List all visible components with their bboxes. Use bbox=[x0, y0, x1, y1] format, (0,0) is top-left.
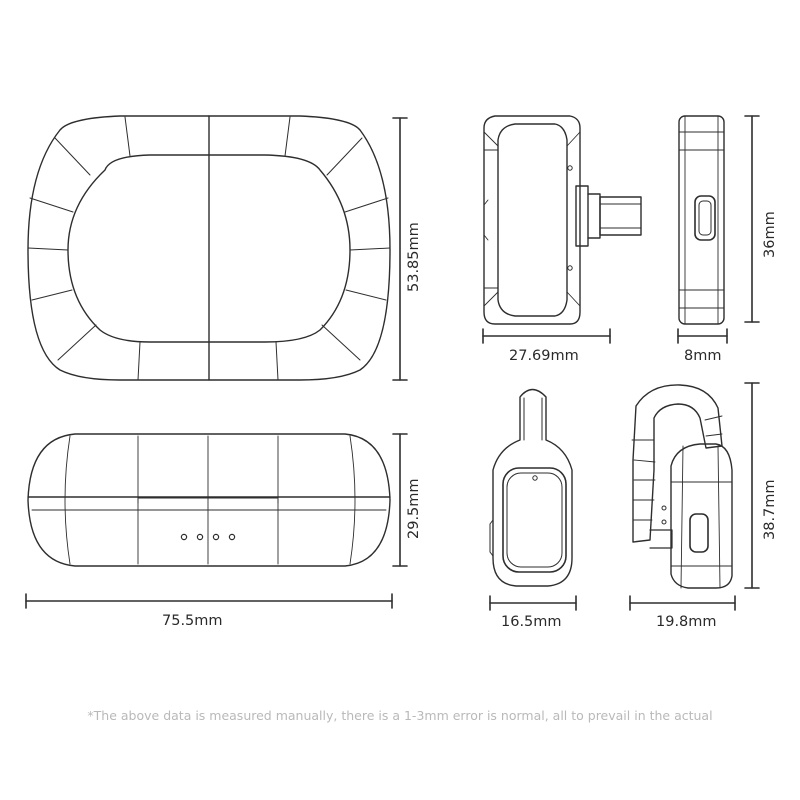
measurement-footnote: *The above data is measured manually, th… bbox=[87, 708, 713, 723]
earbud-bottom-width-label: 16.5mm bbox=[501, 614, 562, 630]
earbud-hook-view bbox=[631, 384, 733, 589]
case-width-label: 75.5mm bbox=[162, 613, 223, 629]
case-depth-label: 29.5mm bbox=[406, 478, 422, 539]
case-depth-dimension-line bbox=[392, 433, 408, 567]
earbud-front-width-label: 27.69mm bbox=[509, 348, 579, 364]
earbud-hook-height-dimension-line bbox=[744, 382, 760, 589]
earbud-front-width-dimension-line bbox=[482, 328, 611, 344]
earbud-side-view bbox=[678, 115, 725, 325]
earbud-side-width-label: 8mm bbox=[684, 348, 722, 364]
case-height-label: 53.85mm bbox=[406, 222, 422, 292]
earbud-hook-width-label: 19.8mm bbox=[656, 614, 717, 630]
earbud-hook-height-label: 38.7mm bbox=[762, 479, 778, 540]
earbud-front-view bbox=[483, 115, 642, 325]
case-top-view bbox=[27, 115, 391, 381]
earbud-height-dimension-line bbox=[744, 115, 760, 323]
earbud-hook-width-dimension-line bbox=[629, 595, 736, 611]
earbud-height-label: 36mm bbox=[762, 211, 778, 258]
case-front-view bbox=[27, 433, 391, 567]
earbud-bottom-width-dimension-line bbox=[489, 595, 577, 611]
case-height-dimension-line bbox=[392, 117, 408, 381]
earbud-bottom-view bbox=[489, 388, 573, 587]
case-width-dimension-line bbox=[25, 593, 393, 609]
charging-indicator-dots bbox=[180, 533, 236, 541]
earbud-side-width-dimension-line bbox=[677, 328, 728, 344]
